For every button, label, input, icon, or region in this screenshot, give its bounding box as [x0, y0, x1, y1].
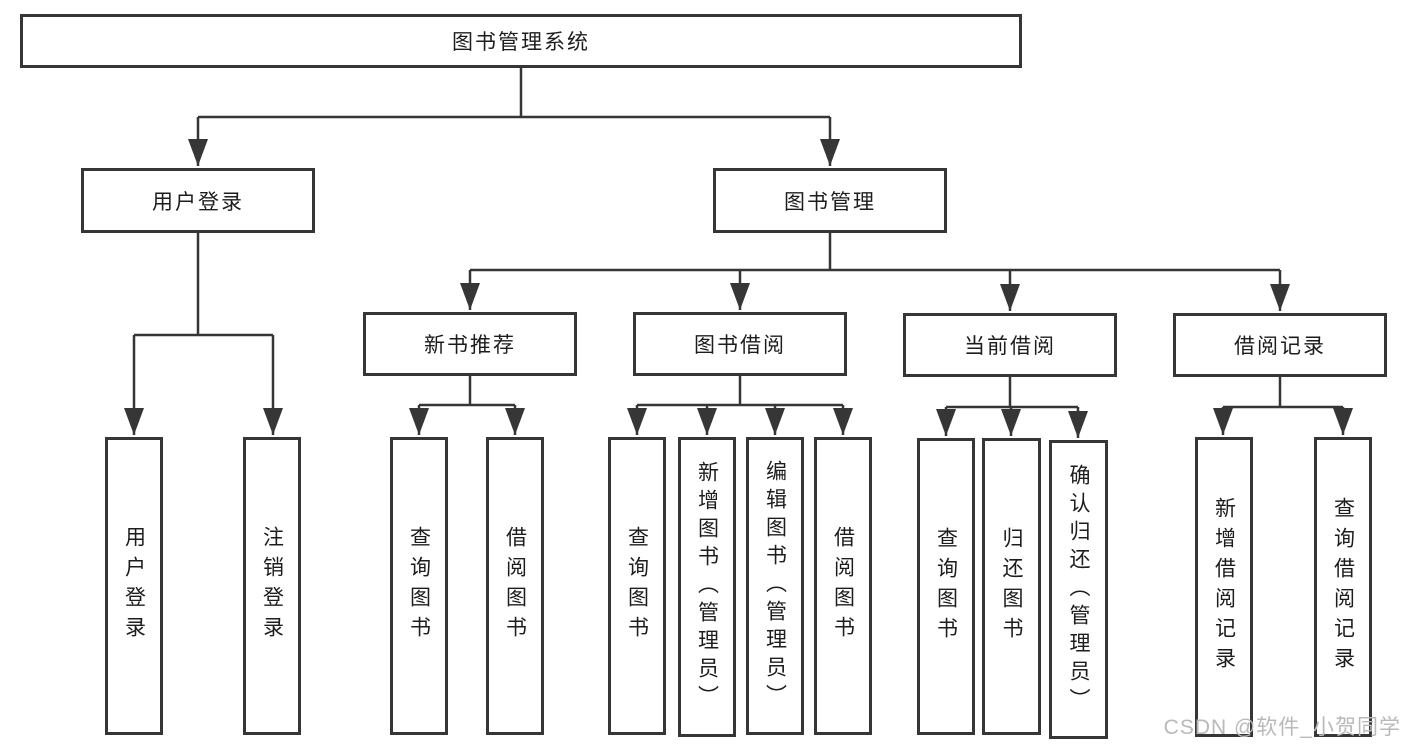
leaf-borrow-books-borrowing: 借阅图书 — [814, 437, 872, 735]
node-book-borrowing: 图书借阅 — [633, 312, 847, 376]
leaf-logout: 注销登录 — [243, 437, 301, 735]
leaf-borrow-books-recommendation: 借阅图书 — [486, 437, 544, 735]
node-current-borrowing: 当前借阅 — [903, 313, 1117, 377]
leaf-query-borrow-record: 查询借阅记录 — [1314, 437, 1372, 737]
leaf-add-borrow-record: 新增借阅记录 — [1195, 437, 1253, 737]
leaf-return-books: 归还图书 — [982, 438, 1041, 735]
leaf-query-books-recommendation: 查询图书 — [390, 437, 448, 735]
leaf-query-books-current: 查询图书 — [917, 438, 975, 735]
leaf-user-login: 用户登录 — [105, 437, 163, 735]
node-book-management: 图书管理 — [713, 168, 947, 233]
leaf-query-books-borrowing: 查询图书 — [608, 437, 666, 735]
leaf-edit-books-admin: 编辑图书（管理员） — [746, 437, 804, 735]
node-borrowing-records: 借阅记录 — [1173, 313, 1387, 377]
node-user-login: 用户登录 — [81, 168, 315, 233]
leaf-add-books-admin: 新增图书（管理员） — [678, 437, 736, 737]
node-new-book-recommendation: 新书推荐 — [363, 312, 577, 376]
node-library-management-system: 图书管理系统 — [20, 14, 1022, 68]
leaf-confirm-return-admin: 确认归还（管理员） — [1049, 440, 1108, 739]
csdn-watermark: CSDN @软件_小贺同学 — [1163, 716, 1401, 739]
